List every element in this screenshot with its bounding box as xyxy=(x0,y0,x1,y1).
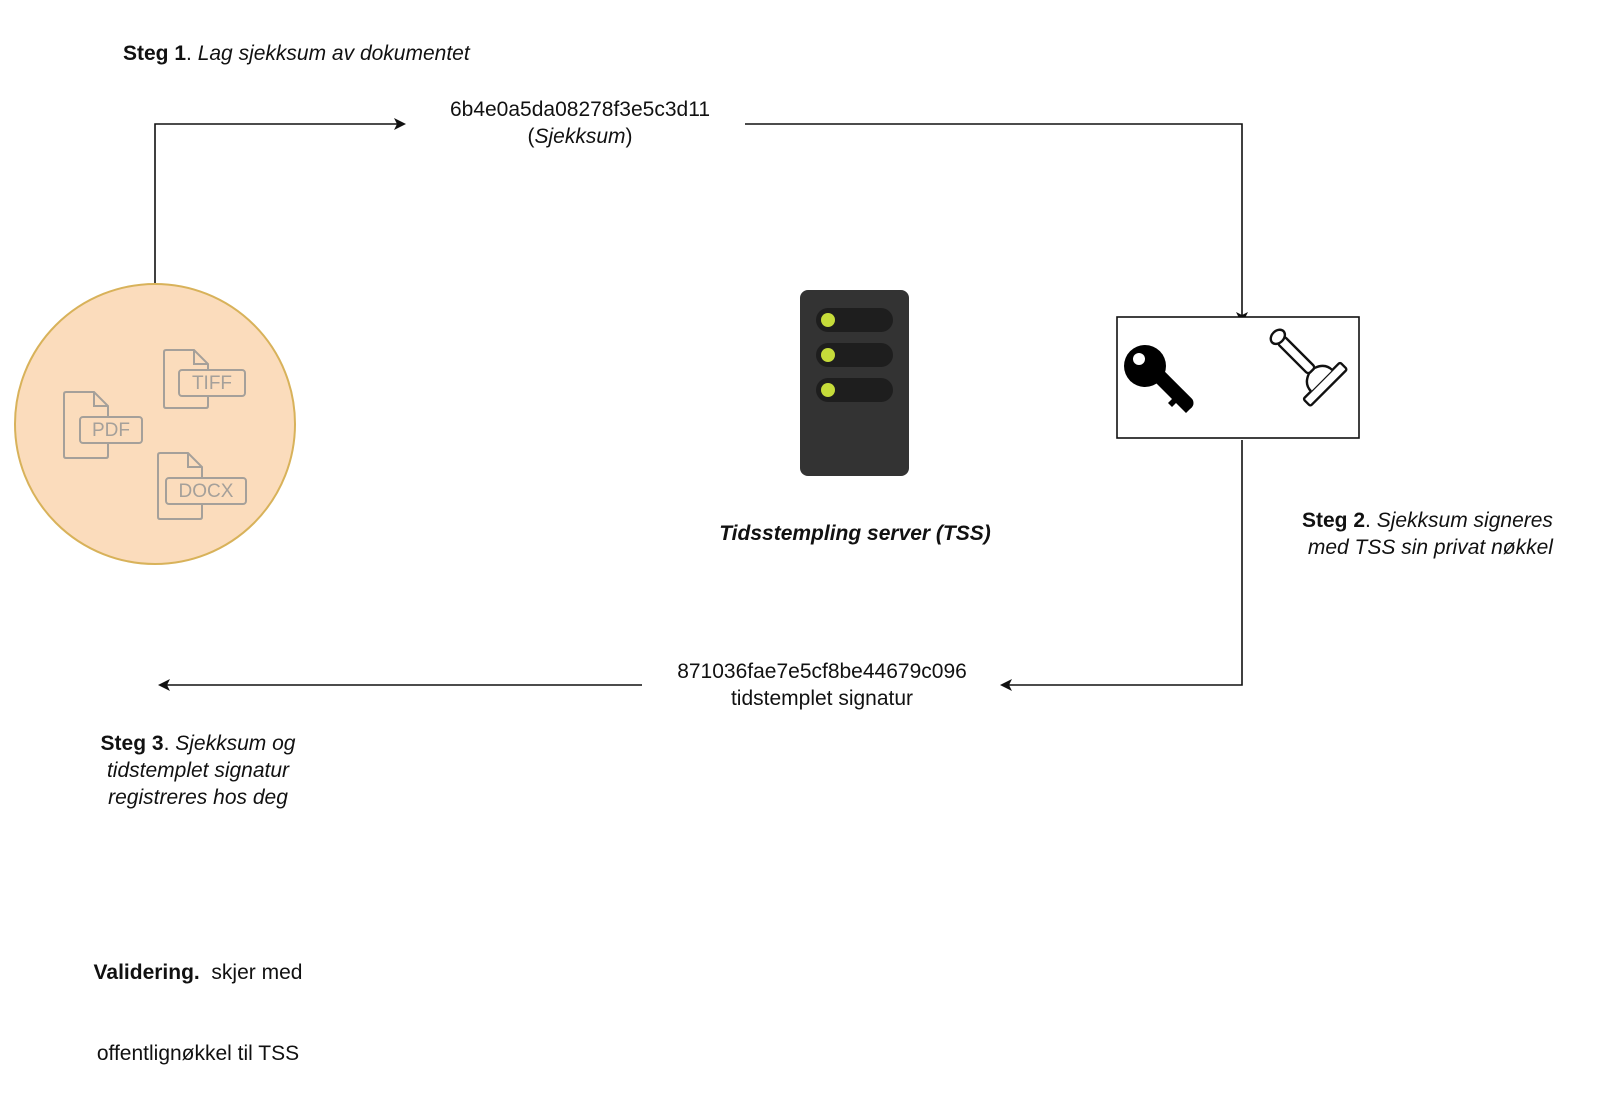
step2-label: Steg 2 xyxy=(1302,509,1366,532)
step2-line1: Sjekksum signeres xyxy=(1376,509,1553,532)
docx-label: DOCX xyxy=(179,481,234,502)
connector-document-to-checksum xyxy=(154,118,406,283)
step1-label: Steg 1 xyxy=(123,42,187,65)
validation-line2: offentlignøkkel til TSS xyxy=(96,1042,300,1065)
step1-caption: Steg 1. Lag sjekksum av dokumentet xyxy=(123,40,470,67)
stamp-icon xyxy=(1269,328,1348,407)
validation-label: Validering. xyxy=(93,961,200,984)
checksum-value: 6b4e0a5da08278f3e5c3d11 xyxy=(449,98,711,121)
key-icon xyxy=(1124,345,1194,413)
pdf-document-icon: PDF xyxy=(63,391,143,459)
connector-signer-to-signature xyxy=(1000,440,1243,691)
server-icon xyxy=(800,290,909,476)
tiff-document-icon: TIFF xyxy=(163,349,246,409)
server-led xyxy=(821,383,835,397)
server-label: Tidsstempling server (TSS) xyxy=(719,522,991,545)
server-led xyxy=(821,313,835,327)
validation-line1: skjer med xyxy=(199,961,303,984)
tiff-label: TIFF xyxy=(192,373,232,394)
pdf-label: PDF xyxy=(92,420,130,441)
checksum-caption: (Sjekksum) xyxy=(527,125,633,148)
checksum-label: 6b4e0a5da08278f3e5c3d11 (Sjekksum) xyxy=(415,96,745,150)
step3-caption: Steg 3. Sjekksum og tidstemplet signatur… xyxy=(100,732,296,809)
step1-text: Lag sjekksum av dokumentet xyxy=(197,42,470,65)
validation-caption: Validering. skjer med offentlignøkkel ti… xyxy=(60,905,336,1094)
signature-value: 871036fae7e5cf8be44679c096 xyxy=(677,660,967,683)
server-slot xyxy=(816,343,893,367)
step2-line2: med TSS sin privat nøkkel xyxy=(1307,536,1553,559)
connector-checksum-to-signer xyxy=(745,123,1248,324)
document-circle xyxy=(14,283,296,565)
step2-caption: Steg 2. Sjekksum signeres med TSS sin pr… xyxy=(1302,509,1553,559)
step3-line1: Sjekksum og xyxy=(175,732,296,755)
step1-separator: . xyxy=(186,42,198,65)
server-led xyxy=(821,348,835,362)
server-slot xyxy=(816,378,893,402)
docx-document-icon: DOCX xyxy=(157,452,247,520)
server-slot xyxy=(816,308,893,332)
step3-line3: registreres hos deg xyxy=(108,786,288,809)
step3-label: Steg 3 xyxy=(100,732,164,755)
signature-caption: tidstemplet signatur xyxy=(730,687,914,710)
tss-diagram: PDF TIFF DOCX xyxy=(14,118,1360,691)
signature-label: 871036fae7e5cf8be44679c096 tidstemplet s… xyxy=(642,658,1002,712)
step3-line2: tidstemplet signatur xyxy=(106,759,290,782)
